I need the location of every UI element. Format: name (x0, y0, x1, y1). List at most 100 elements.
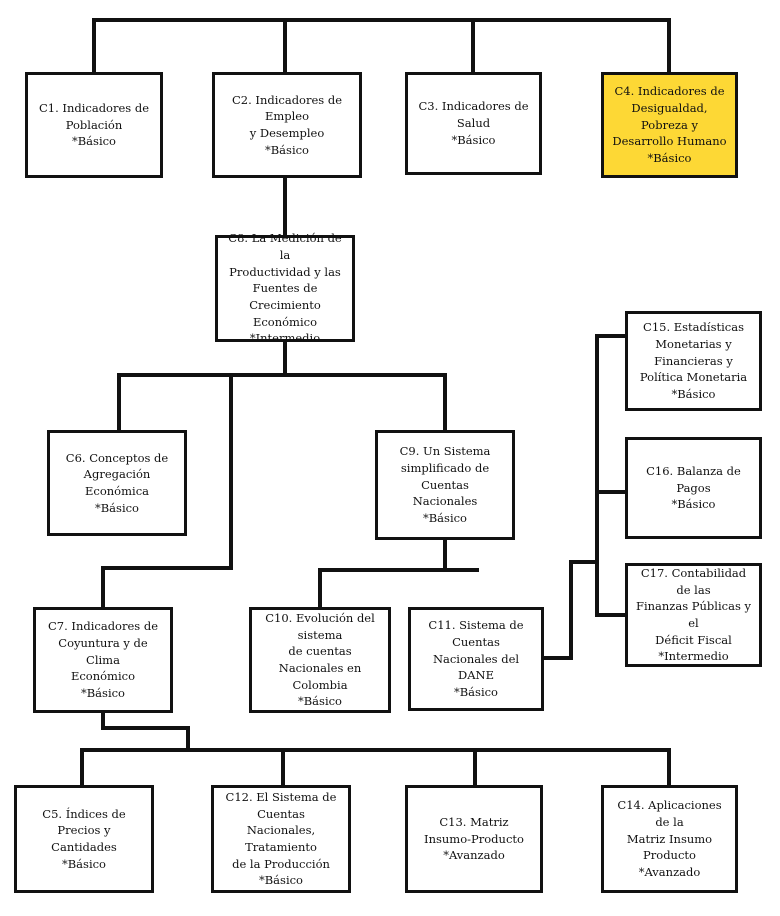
node-c6-line: C6. Conceptos de (65, 450, 169, 465)
node-c7-line: Coyuntura y de Clima (58, 635, 148, 667)
node-c3-line: *Básico (451, 132, 496, 147)
node-c9-line: *Básico (422, 511, 467, 525)
node-c4-line: *Básico (647, 151, 692, 165)
node-c11-line: Nacionales del DANE (432, 651, 520, 683)
node-c3-line: C3. Indicadores de Salud (418, 99, 529, 131)
node-c12-line: *Básico (258, 873, 303, 888)
node-c15-line: Monetarias y Financieras y (654, 336, 733, 368)
node-c7-line: Económico (70, 669, 136, 684)
node-c5: C5. Índices de Precios y Cantidades *Básic… (14, 785, 154, 893)
node-c17-line: *Intermedio (658, 649, 729, 664)
node-c3-label: C3. Indicadores de Salud*Básico (414, 98, 533, 148)
node-c16-line: *Básico (671, 497, 716, 512)
node-c2-line: *Básico (264, 142, 309, 157)
node-c13-line: *Avanzado (443, 848, 505, 863)
node-c1-line: C1. Indicadores de (38, 100, 150, 115)
node-c7-line: C7. Indicadores de (47, 619, 159, 634)
node-c12-line: C12. El Sistema de Cuentas (225, 789, 337, 821)
node-c14-line: *Avanzado (638, 865, 701, 879)
connector-mid-bar (117, 373, 447, 432)
node-c8-line: *Intermedio (249, 331, 321, 346)
node-c6-line: Agregación Económica (83, 467, 151, 498)
node-c14-line: Matriz Insumo Producto (626, 831, 713, 863)
node-c11-line: C11. Sistema de Cuentas (428, 618, 524, 649)
node-c16: C16. Balanza de Pagos *Básico (625, 437, 762, 539)
node-c8: C8. La Medición de la Productividad y las… (215, 231, 355, 345)
node-c4-line: C4. Indicadores de (614, 84, 725, 99)
node-c8-line: Económico (252, 314, 318, 329)
connector-to-c7 (101, 373, 233, 609)
node-c8-line: C8. La Medición de la (228, 231, 342, 262)
node-c10-line: *Básico (297, 694, 342, 709)
connector-c7-down (101, 711, 190, 752)
node-c3: C3. Indicadores de Salud*Básico (405, 72, 542, 175)
node-c5-line: C5. Índices de Precios y (42, 806, 126, 838)
node-c10-line: de cuentas Nacionales en (278, 644, 362, 675)
node-c14-line: C14. Aplicaciones de la (617, 798, 722, 829)
node-c17-line: Finanzas Públicas y el (635, 599, 751, 630)
connector-bottom-bar (80, 748, 671, 787)
node-c15-line: Política Monetaria (639, 370, 748, 385)
node-c1-line: Población (65, 117, 123, 132)
node-c1-line: *Básico (71, 134, 116, 149)
node-c10-line: C10. Evolución del sistema (265, 610, 375, 642)
node-c13-line: C13. Matriz (439, 814, 509, 829)
node-c13-line: Insumo-Producto (424, 831, 524, 846)
node-c5-line: Cantidades (51, 840, 117, 854)
connector-right-spine (595, 334, 627, 617)
node-c11-line: *Básico (453, 685, 498, 699)
node-c7-line: *Básico (80, 686, 125, 700)
node-c6-line: *Básico (94, 500, 139, 515)
node-c16-line: C16. Balanza de Pagos (646, 463, 741, 495)
node-c12-line: Nacionales, Tratamiento (245, 823, 317, 854)
node-c15-line: C15. Estadísticas (643, 320, 744, 335)
node-c9-line: C9. Un Sistema (399, 444, 491, 459)
node-c2: C2. Indicadores de Empleo y Desempleo *Bás… (212, 72, 362, 178)
connector-top-bar (92, 18, 671, 74)
connector-c9-children (318, 538, 447, 609)
node-c15-line: *Básico (671, 387, 716, 401)
node-c8-line: Productividad y las (229, 264, 341, 279)
node-c8-line: Fuentes de Crecimiento (249, 281, 321, 312)
node-c5-label: C5. Índices de Precios y Cantidades *Básic… (23, 806, 145, 873)
node-c6-label: C6. Conceptos de Agregación Económica *Bás… (56, 450, 178, 517)
node-c5-line: *Básico (61, 856, 106, 871)
node-c17-line: Déficit Fiscal (655, 632, 732, 647)
node-c1: C1. Indicadores de Población *Básico (25, 72, 163, 178)
node-c12-line: de la Producción (232, 856, 330, 871)
node-c17-line: C17. Contabilidad de las (640, 565, 747, 597)
node-c8-label: C8. La Medición de la Productividad y las… (224, 230, 346, 347)
node-c9-line: simplificado de Cuentas (400, 460, 490, 492)
node-c4-line: Desarrollo Humano (612, 134, 727, 149)
node-c2-line: y Desempleo (249, 126, 325, 140)
node-c9-line: Nacionales (412, 494, 478, 509)
node-c2-line: C2. Indicadores de Empleo (231, 92, 343, 124)
node-c1-label: C1. Indicadores de Población *Básico (39, 100, 149, 150)
node-c16-label: C16. Balanza de Pagos *Básico (634, 463, 753, 513)
connector-c11-right (542, 560, 599, 660)
node-c2-label: C2. Indicadores de Empleo y Desempleo *Bás… (221, 92, 353, 159)
node-c10-line: Colombia (292, 677, 348, 692)
node-c6: C6. Conceptos de Agregación Económica *Bás… (47, 430, 187, 536)
